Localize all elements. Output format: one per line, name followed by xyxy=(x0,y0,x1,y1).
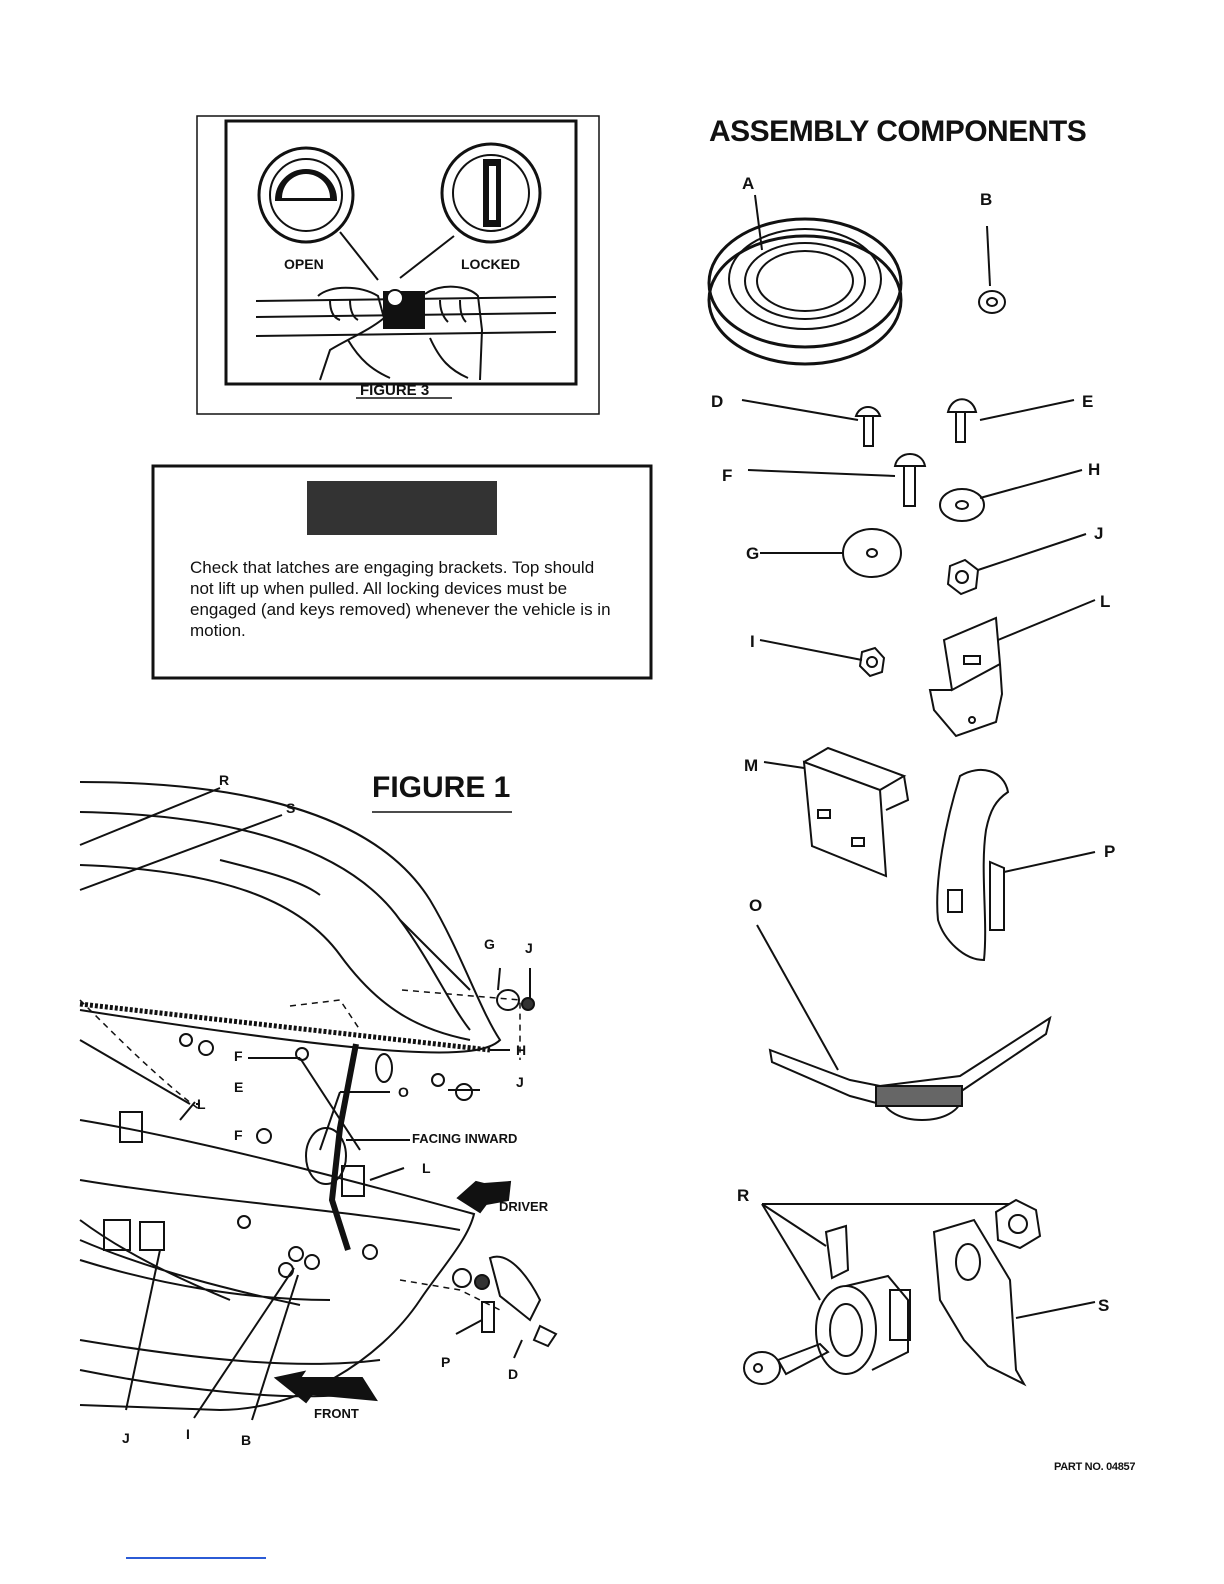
open-label: OPEN xyxy=(284,256,324,272)
fig1-label-l-right: L xyxy=(422,1160,431,1176)
component-label-a: A xyxy=(742,174,755,193)
locked-label: LOCKED xyxy=(461,256,521,272)
fig1-label-r: R xyxy=(219,772,230,788)
part-number: PART NO. 04857 xyxy=(1054,1461,1136,1473)
fig1-label-facing-inward: FACING INWARD xyxy=(412,1131,518,1146)
fig1-label-d: D xyxy=(508,1366,519,1382)
fig1-label-b: B xyxy=(241,1432,252,1448)
footnote-rule xyxy=(126,1557,266,1559)
component-label-s: S xyxy=(1098,1296,1110,1315)
fig1-label-s: S xyxy=(286,800,296,816)
fig1-label-e: E xyxy=(234,1079,244,1095)
component-label-j: J xyxy=(1094,524,1104,543)
figure3-caption: FIGURE 3 xyxy=(360,382,430,399)
caution-text: Check that latches are engaging brackets… xyxy=(190,558,611,640)
component-label-l: L xyxy=(1100,592,1111,611)
figure3-illustration xyxy=(196,115,600,415)
fig1-label-i: I xyxy=(186,1426,190,1442)
caution-box-frame xyxy=(151,464,653,680)
fig1-label-f-top: F xyxy=(234,1048,243,1064)
fig1-label-f-mid: F xyxy=(234,1127,243,1143)
fig1-label-j-top: J xyxy=(525,940,533,956)
fig1-label-front: FRONT xyxy=(314,1406,359,1421)
fig1-label-o: O xyxy=(398,1084,409,1100)
fig1-label-l-left: L xyxy=(197,1096,206,1112)
component-label-o: O xyxy=(749,896,763,915)
component-label-g: G xyxy=(746,544,760,563)
component-label-e: E xyxy=(1082,392,1094,411)
fig1-label-j-mid: J xyxy=(516,1074,524,1090)
figure1-title: FIGURE 1 xyxy=(372,771,511,804)
component-label-h: H xyxy=(1088,460,1101,479)
component-label-d: D xyxy=(711,392,724,411)
fig1-label-driver: DRIVER xyxy=(499,1199,549,1214)
component-label-b: B xyxy=(980,190,993,209)
fig1-label-p: P xyxy=(441,1354,451,1370)
component-label-r: R xyxy=(737,1186,750,1205)
caution-header-block xyxy=(307,481,497,535)
fig1-label-g: G xyxy=(484,936,495,952)
fig1-label-j-bottom: J xyxy=(122,1430,130,1446)
component-label-m: M xyxy=(744,756,759,775)
fig1-label-h: H xyxy=(516,1042,527,1058)
component-label-f: F xyxy=(722,466,733,485)
figure1-illustration xyxy=(79,781,558,1421)
components-illustration xyxy=(707,194,1096,1387)
component-label-p: P xyxy=(1104,842,1116,861)
components-title: ASSEMBLY COMPONENTS xyxy=(709,115,1087,148)
component-label-i: I xyxy=(750,632,755,651)
